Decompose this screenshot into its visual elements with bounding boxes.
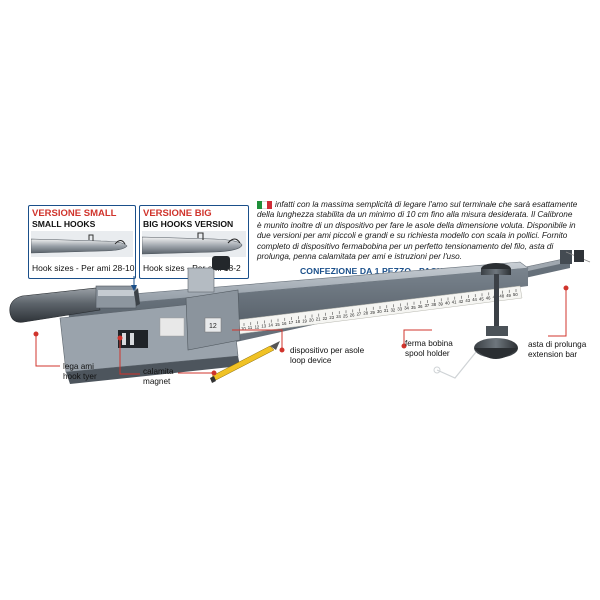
- extension-bar-label: asta di prolunga extension bar: [528, 340, 587, 359]
- ruler-tick-label: 25: [343, 313, 348, 318]
- big-version-subtitle: BIG HOOKS VERSION: [143, 219, 234, 229]
- callout-lines: [33, 285, 569, 376]
- ruler-tick-label: 17: [289, 320, 294, 325]
- description-line-4: due versioni per ami piccoli e grandi e …: [257, 231, 568, 241]
- product-description: infatti con la massima semplicità di leg…: [257, 200, 600, 262]
- description-line-5: completo di dispositivo fermabobina per …: [257, 241, 554, 251]
- ruler-tick-label: 19: [302, 318, 307, 323]
- description-line-1: infatti con la massima semplicità di leg…: [257, 200, 600, 210]
- loop-device-scale-label: 12: [209, 323, 217, 330]
- ruler-tick-label: 49: [506, 293, 511, 298]
- ruler-tick-label: 50: [513, 292, 518, 297]
- ruler-tick-label: 43: [465, 298, 470, 303]
- ruler-tick-label: 42: [459, 299, 464, 304]
- ruler-tick-label: 40: [445, 301, 450, 306]
- italian-flag-icon: [257, 200, 272, 209]
- big-hook-jaw-photo: [142, 231, 246, 257]
- ruler-tick-label: 36: [418, 304, 423, 309]
- ruler-tick-label: 31: [384, 308, 389, 313]
- ruler-tick-label: 45: [479, 296, 484, 301]
- pack-size-text: CONFEZIONE DA 1 PEZZO - PACK SIZE 1PIECE: [300, 266, 499, 276]
- description-line-6: prolunga, penna calamitata per ami e ist…: [257, 252, 462, 262]
- ruler-tick-label: 44: [472, 297, 477, 302]
- ruler-tick-label: 29: [370, 310, 375, 315]
- ruler-tick-label: 48: [499, 294, 504, 299]
- ruler-tick-label: 16: [282, 321, 287, 326]
- ruler-tick-label: 20: [309, 318, 314, 323]
- ruler-tick-label: 10: [241, 326, 246, 331]
- ruler-tick-label: 28: [363, 311, 368, 316]
- small-version-title: VERSIONE SMALL: [32, 208, 117, 219]
- ruler-tick-label: 23: [329, 315, 334, 320]
- ruler-tick-label: 27: [357, 312, 362, 317]
- description-line-3: è munito inoltre di un dispositivo per f…: [257, 220, 576, 230]
- ruler-tick-label: 46: [486, 295, 491, 300]
- ruler-tick-label: 15: [275, 322, 280, 327]
- ruler-tick-label: 37: [425, 303, 430, 308]
- loop-device-label: dispositivo per asole loop device: [290, 346, 365, 365]
- ruler-tick-label: 35: [411, 305, 416, 310]
- ruler-tick-label: 14: [268, 323, 273, 328]
- description-line-2: della lunghezza stabilita da un minimo d…: [257, 210, 573, 220]
- ruler-tick-label: 39: [438, 301, 443, 306]
- magnetised-pen: [210, 341, 280, 383]
- ruler-tick-label: 33: [397, 306, 402, 311]
- ruler-tick-label: 38: [431, 302, 436, 307]
- hook-tyer-label: lega ami hook tyer: [63, 362, 97, 381]
- ruler-tick-label: 24: [336, 314, 341, 319]
- ruler-tick-label: 41: [452, 300, 457, 305]
- ruler-tick-label: 18: [295, 319, 300, 324]
- ruler-tick-label: 11: [248, 325, 253, 330]
- magnet-block: [118, 330, 148, 348]
- inset-pointer-arrowhead: [131, 285, 137, 291]
- small-version-inset: VERSIONE SMALL SMALL HOOKS VERSION Hook …: [28, 205, 136, 279]
- ruler-tick-label: 26: [350, 312, 355, 317]
- ruler-tick-label: 34: [404, 306, 409, 311]
- ruler-tick-label: 13: [261, 323, 266, 328]
- spool-holder: [433, 263, 518, 379]
- hook-tyer: [9, 285, 140, 323]
- spool-holder-label: ferma bobina spool holder: [405, 339, 453, 358]
- loop-device: 12: [159, 256, 241, 351]
- ruler-tick-label: 32: [391, 307, 396, 312]
- ruler-tick-label: 30: [377, 309, 382, 314]
- magnet-label: calamita magnet: [143, 367, 174, 386]
- big-version-title: VERSIONE BIG: [143, 208, 212, 219]
- ruler-tick-label: 22: [323, 316, 328, 321]
- ruler-tick-label: 21: [316, 317, 321, 322]
- small-hook-jaw-photo: [31, 231, 133, 257]
- small-version-hook-sizes: Hook sizes - Per ami 28-10: [32, 263, 135, 273]
- ruler-tick-label: 12: [255, 324, 260, 329]
